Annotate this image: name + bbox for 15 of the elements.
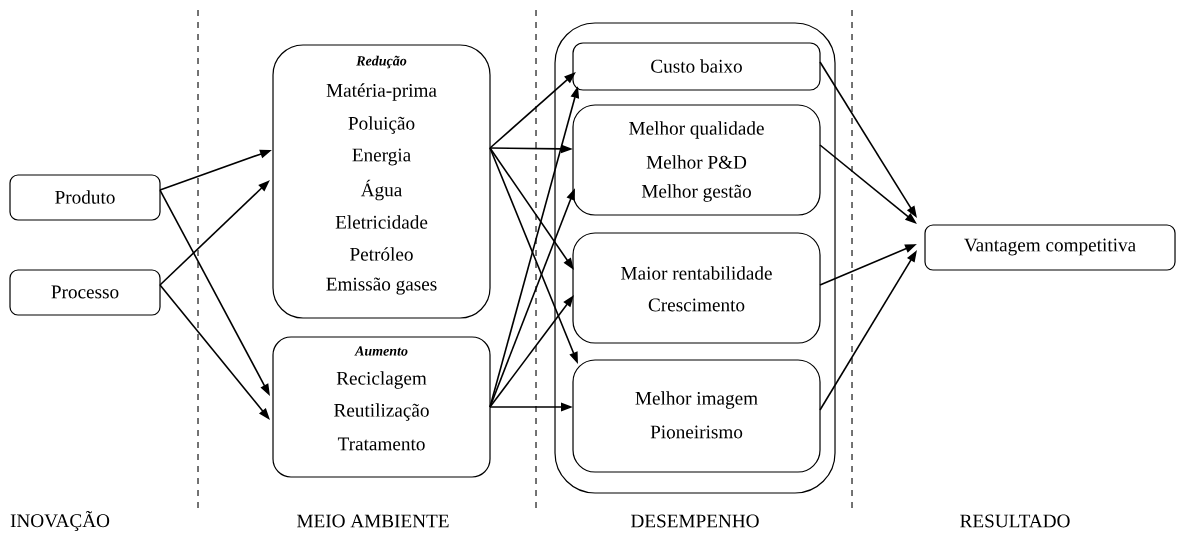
column-label: DESEMPENHO: [631, 514, 759, 528]
process-box: Custo baixo: [572, 42, 821, 91]
result-box: Vantagem competitiva: [924, 224, 1176, 271]
column-label: INOVAÇÃO: [10, 510, 110, 532]
process-box: Melhor imagem Pioneirismo: [572, 359, 821, 473]
column-label: MEIO AMBIENTE: [297, 514, 449, 528]
arrow: [159, 180, 270, 286]
process-box: Maior rentabilidade Crescimento: [572, 232, 821, 344]
list-box: Redução Matéria-prima Poluição Energia Água Eletricidade Petróleo Emissão gases: [272, 44, 491, 319]
process-box: Processo: [9, 269, 161, 316]
process-box: Melhor qualidade Melhor P&D Melhor gestão: [572, 104, 821, 216]
list-box: Aumento Reciclagem Reutilização Tratamento: [272, 336, 491, 478]
group-box: [554, 22, 836, 494]
column-label: RESULTADO: [960, 514, 1070, 528]
process-box: Produto: [9, 174, 161, 221]
